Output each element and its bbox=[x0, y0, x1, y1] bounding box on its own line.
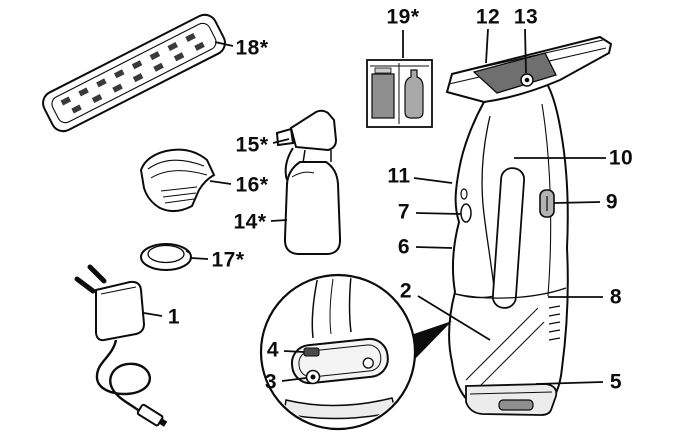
cable-connector bbox=[136, 403, 168, 427]
leader-line-3 bbox=[281, 377, 307, 382]
leader-line-16 bbox=[209, 180, 232, 185]
detail-magnifier bbox=[259, 273, 452, 431]
leader-line-18 bbox=[214, 41, 234, 47]
handle-opening bbox=[491, 167, 526, 309]
water-tank-line bbox=[454, 287, 567, 299]
leader-line-14 bbox=[270, 219, 288, 222]
detergent-sachet-drawing bbox=[366, 59, 433, 128]
tank-scale-marks bbox=[548, 305, 561, 341]
window-vac-device-drawing bbox=[445, 35, 613, 416]
leader-line-4 bbox=[283, 350, 305, 353]
leader-line-12 bbox=[485, 28, 489, 64]
suction-nozzle-drawing bbox=[139, 148, 216, 212]
suction-head bbox=[445, 35, 613, 104]
leader-line-9 bbox=[553, 201, 601, 204]
leader-line-6 bbox=[415, 246, 453, 249]
leader-line-5 bbox=[535, 381, 604, 385]
squeegee-blade-drawing bbox=[42, 13, 226, 133]
leader-line-15 bbox=[272, 138, 290, 144]
collar-ring-drawing bbox=[140, 243, 192, 271]
base-foot bbox=[465, 383, 558, 416]
leader-line-11 bbox=[413, 177, 453, 184]
power-adapter-drawing bbox=[74, 264, 168, 427]
magnifier-pointer-wedge bbox=[405, 321, 452, 359]
handle-button bbox=[460, 203, 472, 223]
leader-line-2 bbox=[417, 295, 491, 341]
leader-line-1 bbox=[143, 312, 163, 317]
power-switch bbox=[539, 189, 555, 218]
leader-line-7 bbox=[415, 212, 462, 215]
leader-line-13 bbox=[524, 28, 527, 74]
leader-line-17 bbox=[190, 257, 209, 260]
